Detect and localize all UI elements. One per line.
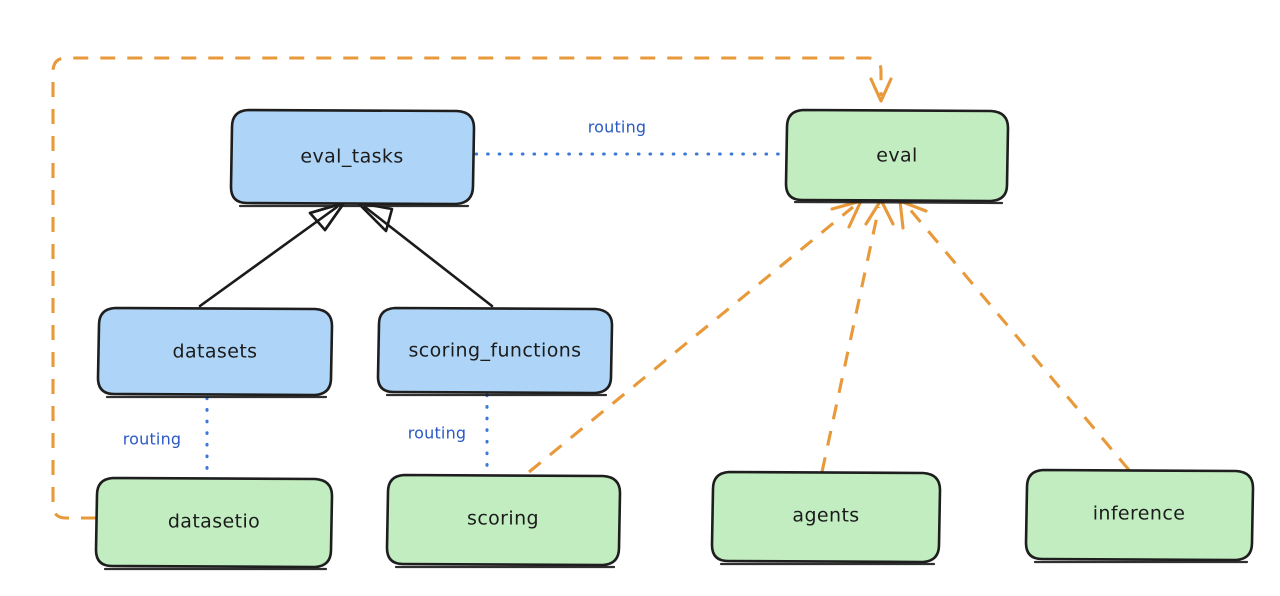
edge-agents-eval bbox=[820, 198, 895, 473]
node-box-scoring_functions bbox=[376, 306, 614, 395]
edge-scoring_functions-eval_tasks bbox=[356, 201, 494, 308]
edge-datasetio-eval bbox=[51, 56, 893, 520]
node-inference[interactable]: inference bbox=[1024, 468, 1255, 564]
node-box-eval bbox=[784, 108, 1010, 203]
arrow-head-fill-scoring_functions-eval_tasks bbox=[356, 201, 394, 233]
edge-label-routing-eval: routing bbox=[588, 118, 647, 137]
edge-inference-eval bbox=[898, 199, 1131, 471]
node-box-agents bbox=[710, 470, 942, 564]
arrow-head-fill-datasets-eval_tasks bbox=[308, 201, 346, 232]
node-datasetio[interactable]: datasetio bbox=[94, 476, 334, 571]
edge-path-scoring_functions-eval_tasks bbox=[363, 205, 494, 308]
node-datasets[interactable]: datasets bbox=[96, 306, 334, 399]
node-label-scoring_functions: scoring_functions bbox=[409, 340, 582, 362]
node-eval_tasks[interactable]: eval_tasks bbox=[229, 108, 476, 208]
edge-datasets-eval_tasks bbox=[198, 201, 346, 308]
edge-path-datasets-eval_tasks bbox=[198, 205, 339, 308]
edge-path-datasetio-eval bbox=[51, 56, 883, 520]
node-scoring[interactable]: scoring bbox=[385, 473, 622, 569]
node-label-eval: eval bbox=[876, 145, 917, 167]
edge-label-routing-scoring: routing bbox=[408, 424, 467, 443]
node-box-datasetio bbox=[94, 476, 334, 569]
node-label-agents: agents bbox=[792, 505, 859, 527]
node-label-scoring: scoring bbox=[467, 508, 539, 530]
arrow-head-agents-eval bbox=[864, 198, 895, 226]
node-label-datasetio: datasetio bbox=[168, 511, 260, 533]
node-eval[interactable]: eval bbox=[784, 108, 1010, 205]
node-agents[interactable]: agents bbox=[710, 470, 942, 566]
node-scoring_functions[interactable]: scoring_functions bbox=[376, 306, 614, 397]
arrow-head-datasetio-eval bbox=[869, 77, 893, 103]
edge-path-inference-eval bbox=[906, 206, 1131, 471]
node-box-scoring bbox=[385, 473, 622, 567]
node-shadow-eval bbox=[793, 200, 1004, 205]
edge-label-routing-datasetio: routing bbox=[123, 430, 182, 449]
node-label-eval_tasks: eval_tasks bbox=[300, 146, 403, 168]
node-box-datasets bbox=[96, 306, 334, 397]
node-box-inference bbox=[1024, 468, 1255, 562]
node-label-inference: inference bbox=[1093, 503, 1186, 525]
node-box-eval_tasks bbox=[229, 108, 476, 206]
edge-path-agents-eval bbox=[820, 206, 881, 473]
node-label-datasets: datasets bbox=[173, 341, 258, 363]
